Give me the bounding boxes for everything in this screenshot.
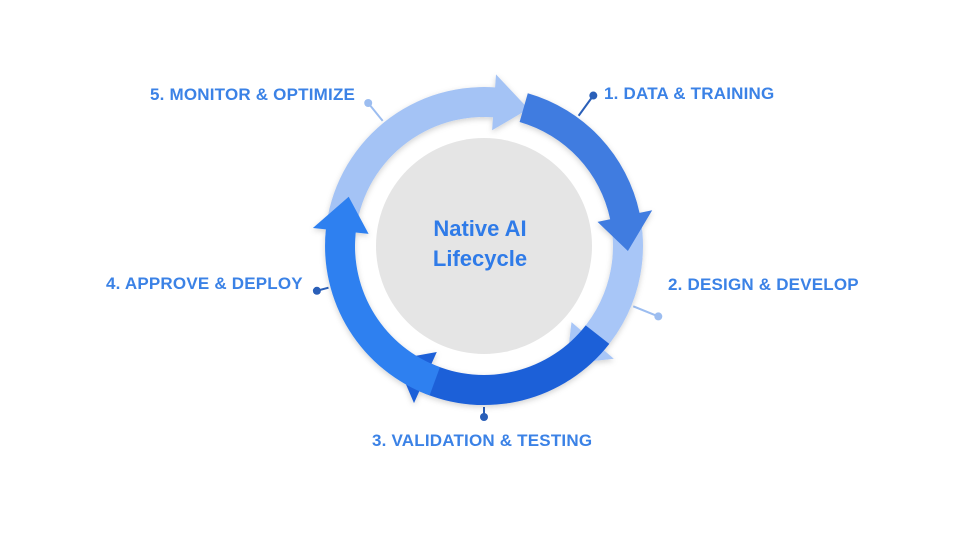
stage-label-data-training: 1. DATA & TRAINING [604, 84, 775, 103]
stage-label-monitor-optimize: 5. MONITOR & OPTIMIZE [150, 85, 356, 104]
inner-disc [376, 138, 592, 354]
center-title-line-2: Lifecycle [432, 246, 528, 271]
segment-monitor-optimize [325, 74, 529, 242]
connector-approve-deploy-dot [312, 286, 321, 295]
connector-validation-testing-dot [480, 413, 488, 421]
connector-design-develop-line [632, 305, 659, 318]
stage-label-validation-testing: 3. VALIDATION & TESTING [372, 431, 593, 450]
center-title: Native AI Lifecycle [380, 214, 580, 274]
connector-monitor-optimize-dot [364, 99, 373, 108]
segment-approve-deploy [312, 196, 440, 396]
connector-design-develop-dot [654, 312, 663, 321]
center-title-line-1: Native AI [433, 216, 527, 241]
segment-validation-testing [395, 325, 610, 406]
stage-label-design-develop: 2. DESIGN & DEVELOP [668, 275, 859, 294]
connector-data-training-dot [589, 91, 598, 100]
stage-label-approve-deploy: 4. APPROVE & DEPLOY [106, 274, 303, 293]
connector-data-training-line [577, 94, 595, 117]
segment-design-develop [519, 93, 653, 251]
